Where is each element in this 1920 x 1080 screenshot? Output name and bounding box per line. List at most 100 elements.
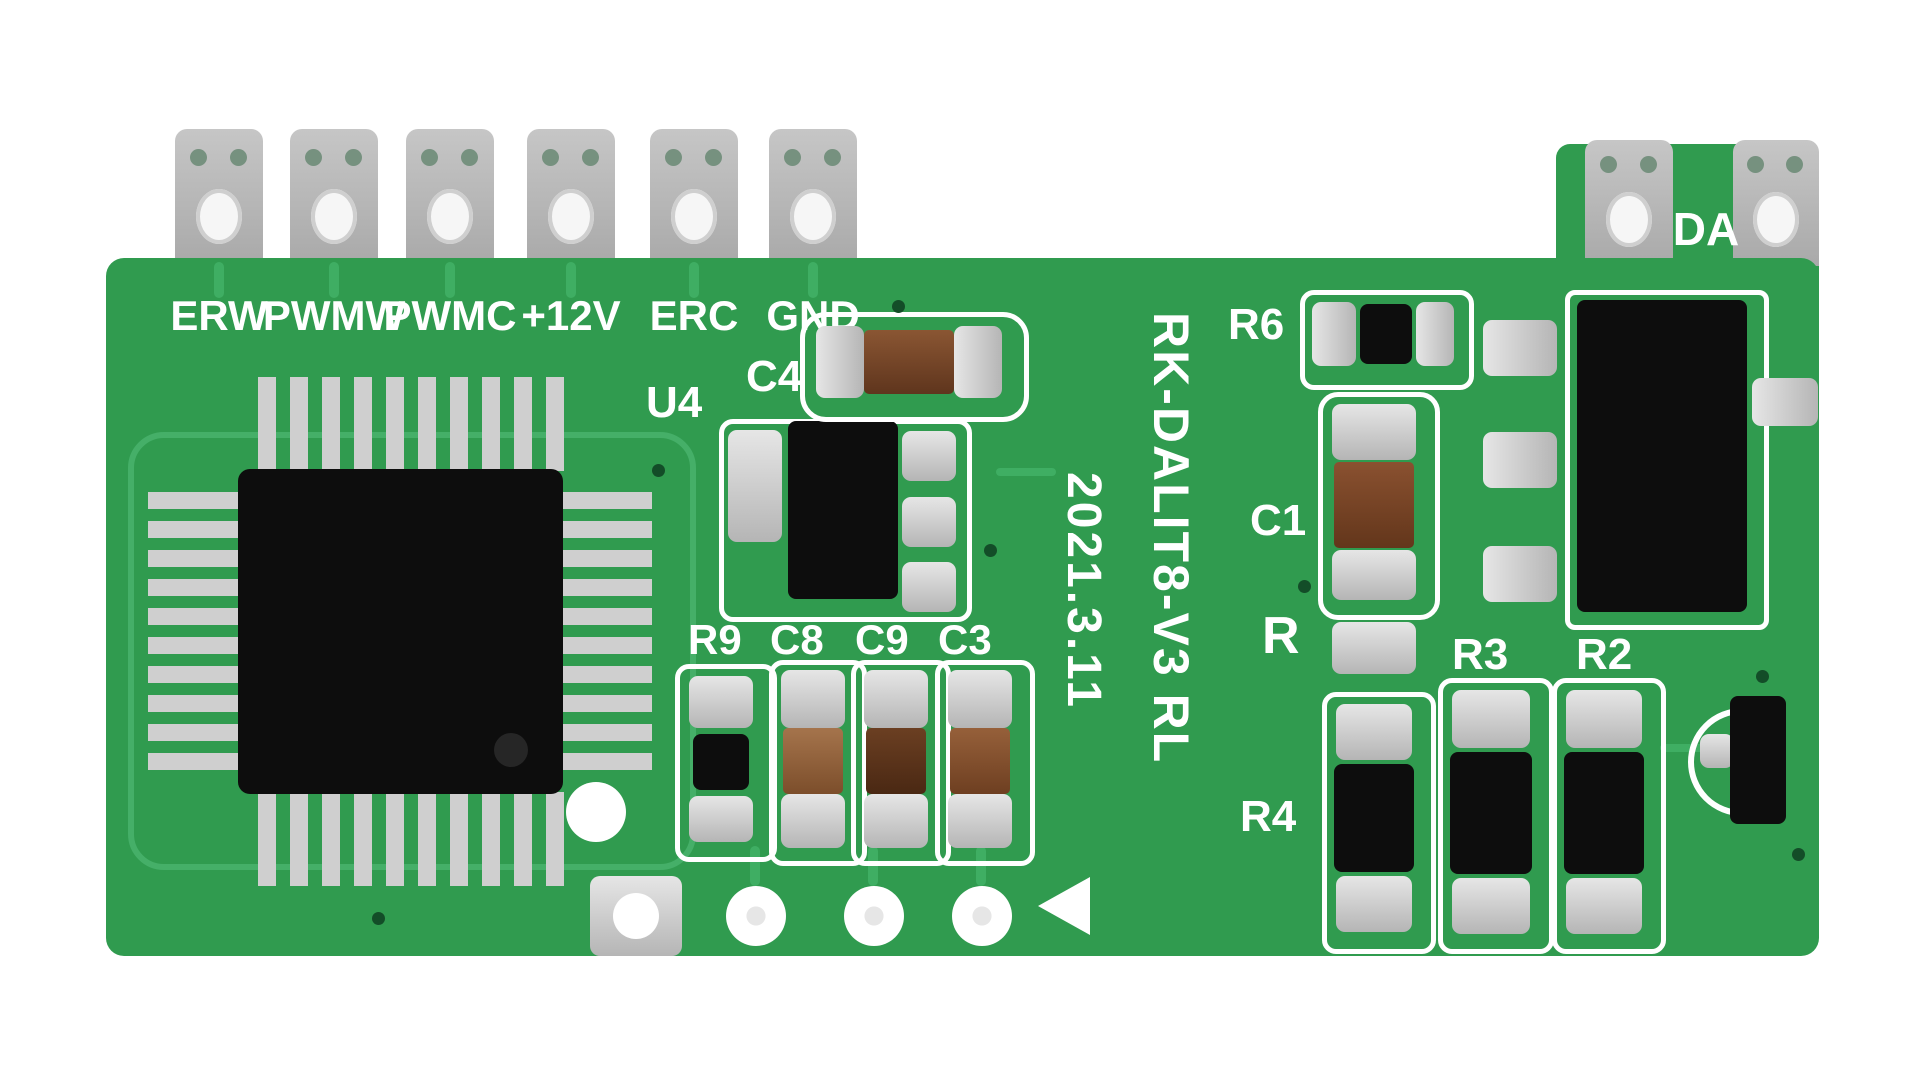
c1-ceramic-body (1334, 462, 1414, 548)
c8-ceramic-body (783, 728, 843, 794)
round-pad (726, 886, 786, 946)
big-ic-silkscreen (1565, 290, 1769, 630)
qfp-pins-right (560, 492, 652, 770)
resistor-pad-top (1566, 690, 1642, 748)
r6-body (1360, 304, 1412, 364)
r9-silkscreen (675, 664, 777, 862)
via-hole (1756, 670, 1769, 683)
trace-line (750, 846, 760, 886)
c4-cap-left (816, 326, 864, 398)
terminal-screw-hole (1786, 156, 1803, 173)
terminal-pwmw (290, 129, 378, 265)
big-ic-tab-pad (1752, 378, 1818, 426)
via-hole (984, 544, 997, 557)
u4-pad-left (728, 430, 782, 542)
round-pad (844, 886, 904, 946)
terminal-label-12v: +12V (521, 292, 621, 339)
c4-silkscreen (800, 312, 1029, 422)
small-component-pad (1700, 734, 1734, 768)
trace-line (808, 262, 818, 298)
c1-silkscreen (1318, 392, 1440, 620)
trace-line (214, 262, 224, 298)
c3-silkscreen (935, 660, 1035, 866)
terminal-screw-hole (230, 149, 247, 166)
small-component-body (1730, 696, 1786, 824)
pad-hole (613, 893, 659, 939)
terminal-screw-hole (305, 149, 322, 166)
r6-silkscreen (1300, 290, 1474, 390)
component-label-r4: R4 (1240, 792, 1297, 841)
terminal-wire-hole (427, 189, 473, 244)
board-title-text: RK-DALIT8-V3 RL (1143, 312, 1199, 765)
c3-cap-top (948, 670, 1012, 728)
terminal-wire-hole (196, 189, 242, 244)
trace-line (996, 468, 1056, 476)
terminal-screw-hole (461, 149, 478, 166)
terminal-wire-hole (1753, 192, 1799, 247)
terminal-screw-hole (824, 149, 841, 166)
resistor-silkscreen (1552, 678, 1666, 954)
component-label-r9: R9 (688, 616, 742, 663)
c3-cap-bottom (948, 794, 1012, 848)
u4-chip-body (788, 421, 898, 599)
component-label-c1: C1 (1250, 496, 1307, 545)
resistor-body (1564, 752, 1644, 874)
trace-line (445, 262, 455, 298)
component-label-r2: R2 (1576, 630, 1633, 679)
terminal-da-right (1733, 140, 1819, 266)
component-label-u4: U4 (646, 378, 703, 427)
via-hole (652, 464, 665, 477)
mounting-dot (566, 782, 626, 842)
resistor-silkscreen (1438, 678, 1554, 954)
u4-pad-right (902, 431, 956, 481)
qfp-pins-top (258, 377, 564, 471)
component-label-r3: R3 (1452, 630, 1509, 679)
board-date-text: 2021.3.11 (1057, 472, 1110, 710)
resistor-pad-bottom (1566, 878, 1642, 934)
c9-cap-top (864, 670, 928, 728)
qfp-pin1-dot (494, 733, 528, 767)
u4-pad-right (902, 562, 956, 612)
terminal-pwmc (406, 129, 494, 265)
c8-silkscreen (769, 660, 867, 866)
terminal-wire-hole (311, 189, 357, 244)
terminal-wire-hole (548, 189, 594, 244)
terminal-erc (650, 129, 738, 265)
trace-line (689, 262, 699, 298)
component-label-r: R (1262, 607, 1300, 665)
big-ic-body (1577, 300, 1747, 612)
resistor-body (1450, 752, 1532, 874)
c9-cap-bottom (864, 794, 928, 848)
silkscreen-arrow (1038, 877, 1090, 935)
ic-pad (1483, 432, 1557, 488)
c4-cap-right (954, 326, 1002, 398)
c1-cap-bottom (1332, 550, 1416, 600)
terminal-screw-hole (705, 149, 722, 166)
terminal-screw-hole (542, 149, 559, 166)
trace-line (976, 846, 986, 886)
via-hole (1298, 580, 1311, 593)
qfp-pins-left (148, 492, 240, 770)
terminal-wire-hole (790, 189, 836, 244)
terminal-screw-hole (784, 149, 801, 166)
r9-pad-top (689, 676, 753, 728)
terminal-screw-hole (345, 149, 362, 166)
terminal-label-erc: ERC (649, 292, 739, 339)
resistor-pad-bottom (1452, 878, 1530, 934)
resistor-body (1334, 764, 1414, 872)
trace-line (1660, 744, 1704, 752)
terminal-screw-hole (665, 149, 682, 166)
terminal-12v (527, 129, 615, 265)
r6-pad-right (1416, 302, 1454, 366)
trace-line (329, 262, 339, 298)
terminal-screw-hole (190, 149, 207, 166)
component-label-r6: R6 (1228, 300, 1285, 349)
qfp-pins-bottom (258, 792, 564, 886)
trace-line (566, 262, 576, 298)
terminal-label-erw: ERW (170, 292, 268, 339)
c1-lower-pad (1332, 622, 1416, 674)
ic-pad (1483, 320, 1557, 376)
resistor-pad-top (1452, 690, 1530, 748)
r9-body (693, 734, 749, 790)
